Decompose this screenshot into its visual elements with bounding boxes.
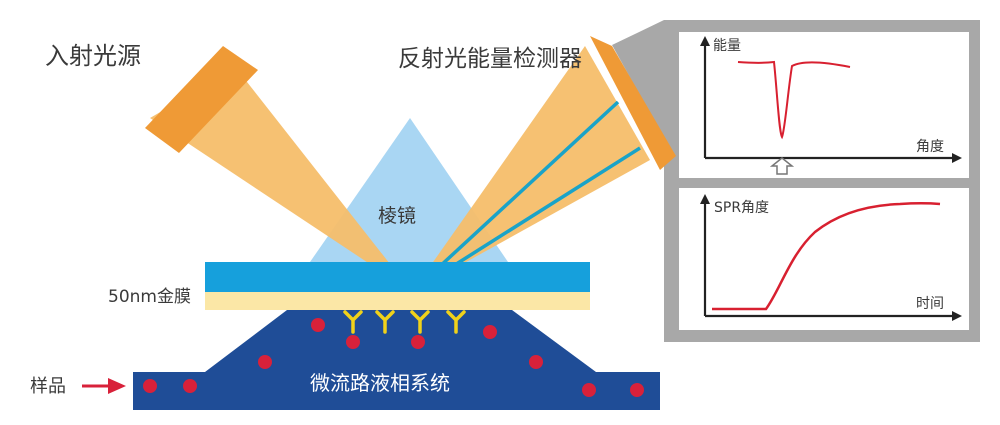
microfluidic-label: 微流路液相系统 (310, 371, 450, 395)
antibody (375, 310, 395, 334)
particle (582, 383, 596, 397)
reflected-detector-label: 反射光能量检测器 (398, 46, 582, 72)
prism-label: 棱镜 (378, 205, 416, 227)
gold-film-label: 50nm金膜 (108, 287, 191, 307)
microfluidic-channel (133, 310, 660, 410)
watermark: 知乎 @飞翔的龙猫 (728, 366, 928, 394)
detector-block (590, 36, 676, 170)
chart-bottom: SPR角度 时间 (700, 194, 962, 321)
antibody (410, 310, 430, 334)
chart-bottom-xlabel: 时间 (916, 296, 944, 312)
chart-top-frame (679, 32, 969, 178)
sample-label: 样品 (30, 376, 66, 397)
chart-bottom-y-arrow (700, 194, 710, 204)
chart-top-x-arrow (952, 153, 962, 163)
chart-bottom-ylabel: SPR角度 (714, 200, 769, 216)
particle (346, 335, 360, 349)
particle (529, 355, 543, 369)
incident-source-label: 入射光源 (45, 42, 141, 70)
particle (411, 335, 425, 349)
antibody (343, 310, 363, 334)
chart-bottom-curve (712, 202, 941, 311)
film-cream-layer (205, 292, 590, 310)
incident-beam (150, 68, 412, 292)
particle (630, 383, 644, 397)
chart-top: 能量 角度 (700, 36, 962, 175)
film-blue-layer (205, 262, 590, 292)
reflected-ray-1 (410, 100, 620, 294)
particle (143, 379, 157, 393)
chart-top-curve (737, 60, 851, 140)
antibodies (343, 310, 466, 334)
chart-top-y-arrow (700, 36, 710, 46)
antibody (446, 310, 466, 334)
particle (258, 355, 272, 369)
particle (483, 325, 497, 339)
incident-source-block (145, 46, 258, 153)
chart-top-xlabel: 角度 (916, 139, 944, 155)
sample-arrow-head (108, 378, 126, 394)
detector-panel-connector (612, 20, 676, 340)
sample-particles (143, 318, 644, 397)
reflected-beam (412, 46, 650, 292)
chart-bottom-x-arrow (952, 311, 962, 321)
chart-bottom-frame (679, 188, 969, 330)
particle (311, 318, 325, 332)
particle (183, 379, 197, 393)
chart-top-ylabel: 能量 (713, 38, 741, 54)
chart-top-marker-arrow (769, 157, 795, 175)
